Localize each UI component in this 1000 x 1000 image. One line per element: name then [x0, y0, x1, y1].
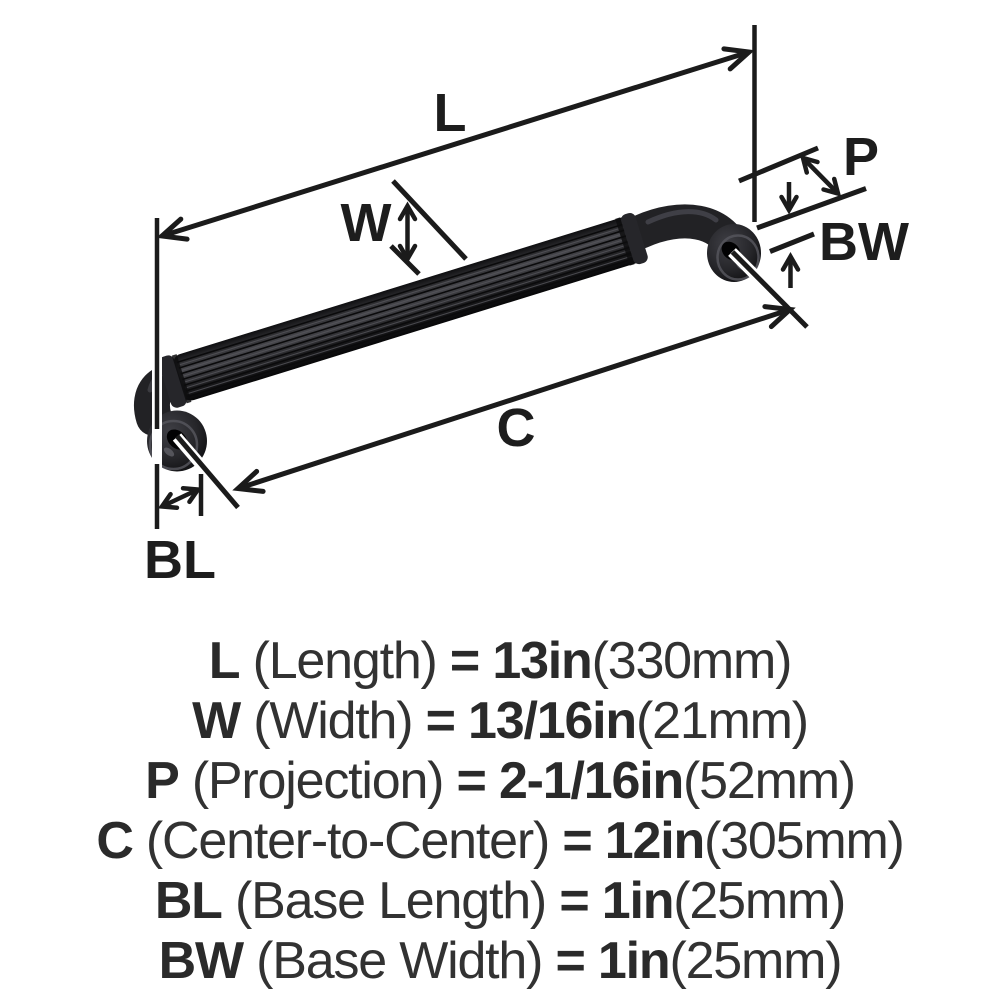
c-dimension-line: [232, 304, 796, 494]
label-center-to-center: C: [497, 398, 536, 458]
spec-label: W: [192, 692, 241, 750]
spec-equals: =: [559, 872, 589, 930]
spec-value: 2-1/16in: [498, 752, 684, 810]
spec-row-width: W (Width) = 13/16in(21mm): [0, 691, 1000, 751]
label-width: W: [341, 193, 392, 253]
spec-name: (Length): [252, 632, 438, 690]
spec-value: 13in: [492, 632, 592, 690]
c-tick-right: [730, 250, 809, 329]
spec-metric: (21mm): [636, 692, 809, 750]
spec-name: (Projection): [191, 752, 445, 810]
spec-name: (Base Width): [256, 932, 543, 990]
dimension-lines: [154, 25, 867, 529]
spec-value: 13/16in: [468, 692, 637, 750]
handle-left-base-rim: [148, 419, 199, 471]
spec-value: 12in: [604, 812, 705, 870]
spec-row-projection: P (Projection) = 2-1/16in(52mm): [0, 751, 1000, 811]
spec-name: (Width): [253, 692, 413, 750]
label-base-length: BL: [144, 530, 216, 590]
spec-label: P: [145, 752, 180, 810]
dimension-diagram: L W P BW C BL: [134, 25, 909, 590]
label-length: L: [434, 83, 467, 143]
handle-left-collar: [158, 355, 187, 408]
label-projection: P: [843, 127, 879, 187]
handle-product-image: [134, 204, 761, 472]
spec-row-base-width: BW (Base Width) = 1in(25mm): [0, 931, 1000, 991]
spec-equals: =: [425, 692, 456, 750]
p-tick-upper: [738, 145, 819, 184]
w-tick-lower: [389, 244, 421, 276]
spec-label: BL: [154, 872, 223, 930]
spec-equals: =: [555, 932, 586, 990]
spec-value: 1in: [601, 872, 675, 930]
spec-name: (Base Length): [235, 872, 547, 930]
p-arrow: [799, 154, 842, 197]
spec-table: L (Length) = 13in(330mm) W (Width) = 13/…: [0, 631, 1000, 991]
mounting-surface-line: [756, 186, 867, 231]
spec-row-center-to-center: C (Center-to-Center) = 12in(305mm): [0, 811, 1000, 871]
w-tick-upper: [391, 179, 468, 261]
spec-name: (Center-to-Center): [145, 812, 550, 870]
spec-metric: (25mm): [673, 872, 846, 930]
spec-label: C: [96, 812, 134, 870]
spec-label: L: [208, 632, 241, 690]
spec-equals: =: [562, 812, 592, 870]
handle-left-base-highlight: [163, 447, 175, 457]
spec-metric: (25mm): [669, 932, 842, 990]
spec-value: 1in: [597, 932, 671, 990]
c-tick-left: [175, 434, 240, 510]
spec-equals: =: [456, 752, 487, 810]
bl-arrow: [157, 486, 203, 510]
spec-metric: (52mm): [683, 752, 856, 810]
label-base-width: BW: [819, 212, 909, 272]
l-dimension-line: [156, 46, 755, 242]
handle-left-collar-groove: [171, 354, 192, 404]
spec-metric: (330mm): [591, 632, 793, 690]
spec-row-base-length: BL (Base Length) = 1in(25mm): [0, 871, 1000, 931]
spec-label: BW: [158, 932, 244, 990]
spec-row-length: L (Length) = 13in(330mm): [0, 631, 1000, 691]
spec-equals: =: [449, 632, 480, 690]
spec-metric: (305mm): [704, 812, 905, 870]
bw-tick: [769, 231, 815, 254]
